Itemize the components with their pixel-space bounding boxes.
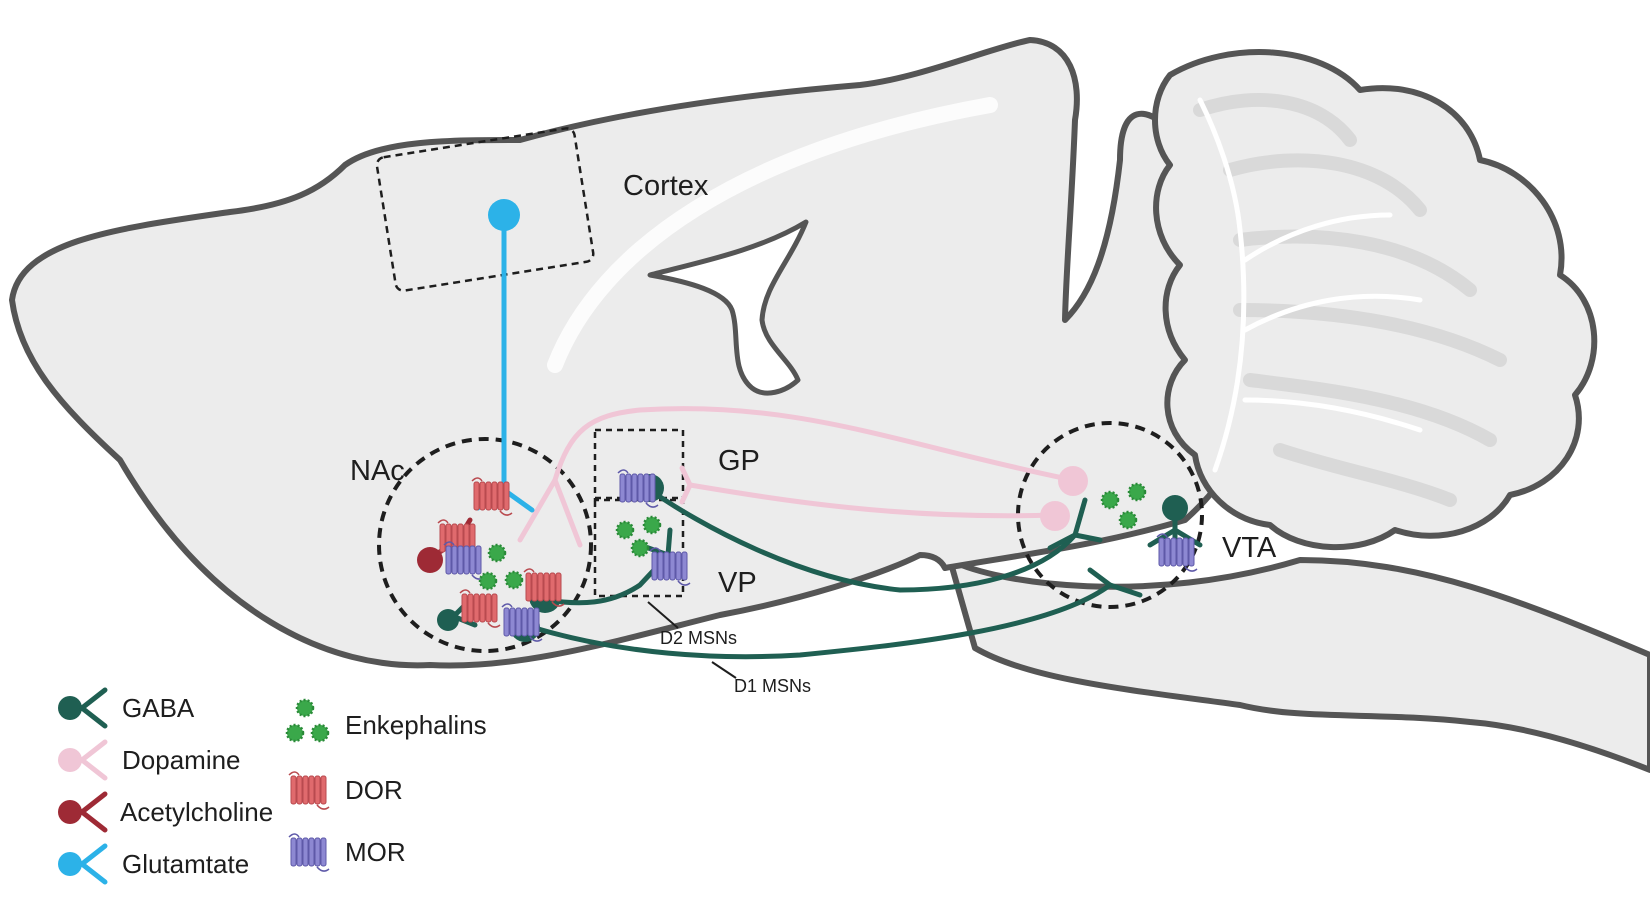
mor-icon <box>288 833 330 872</box>
dopamine-projections <box>517 406 1076 548</box>
gp-label: GP <box>718 445 760 477</box>
nac-label: NAc <box>350 455 405 487</box>
legend-acetylcholine: Acetylcholine <box>58 791 273 833</box>
legend-gaba-label: GABA <box>122 693 195 723</box>
enkephalin-icon <box>285 723 305 743</box>
d1-msns-label: D1 MSNs <box>734 676 811 696</box>
acetylcholine-neuron <box>417 547 443 573</box>
mor-receptor <box>1156 533 1198 572</box>
brainstem <box>947 557 1650 773</box>
ventricle <box>647 219 809 396</box>
legend-dor-label: DOR <box>345 775 403 805</box>
legend-enkephalins-label: Enkephalins <box>345 710 487 740</box>
d2-callout-line <box>647 601 679 629</box>
cortex-region <box>375 127 595 292</box>
dor-receptor <box>523 568 565 607</box>
gaba-neuron <box>1162 495 1188 521</box>
d1-callout-line <box>711 661 737 679</box>
mor-receptor <box>443 541 485 580</box>
d2-msns-label: D2 MSNs <box>660 628 737 648</box>
cerebellum <box>1152 49 1598 550</box>
vta-label: VTA <box>1222 532 1277 564</box>
dopamine-neuron <box>1058 466 1088 496</box>
vta-region <box>1016 421 1204 609</box>
cerebellum-branches <box>1197 97 1423 473</box>
vp-label: VP <box>718 567 757 599</box>
legend: GABA Dopamine Acetylcholine Glutamtate E… <box>58 687 487 885</box>
legend-dopamine: Dopamine <box>58 739 241 781</box>
mor-receptor <box>617 469 659 508</box>
legend-glutamate-label: Glutamtate <box>122 849 249 879</box>
legend-dor: DOR <box>288 771 403 810</box>
cortex-label: Cortex <box>623 170 709 202</box>
legend-dopamine-label: Dopamine <box>122 745 241 775</box>
cerebrum-outline <box>9 37 1262 669</box>
enkephalin-icon <box>295 698 315 718</box>
legend-enkephalins: Enkephalins <box>285 698 487 743</box>
gaba-neuron <box>437 609 459 631</box>
legend-acetylcholine-label: Acetylcholine <box>120 797 273 827</box>
dor-receptor <box>459 589 501 628</box>
dopamine-neuron <box>1040 501 1070 531</box>
nac-region <box>377 437 593 653</box>
legend-gaba: GABA <box>58 687 195 729</box>
legend-mor: MOR <box>288 833 406 872</box>
corpus-callosum-highlight <box>547 97 998 373</box>
enkephalin-icon <box>310 723 330 743</box>
dor-receptor <box>471 477 513 516</box>
legend-glutamate: Glutamtate <box>58 843 249 885</box>
mor-receptor <box>501 603 543 642</box>
glutamate-neuron <box>488 199 520 231</box>
dor-icon <box>288 771 330 810</box>
mor-receptor <box>649 547 691 586</box>
cerebellum-folia <box>1193 93 1507 507</box>
legend-mor-label: MOR <box>345 837 406 867</box>
